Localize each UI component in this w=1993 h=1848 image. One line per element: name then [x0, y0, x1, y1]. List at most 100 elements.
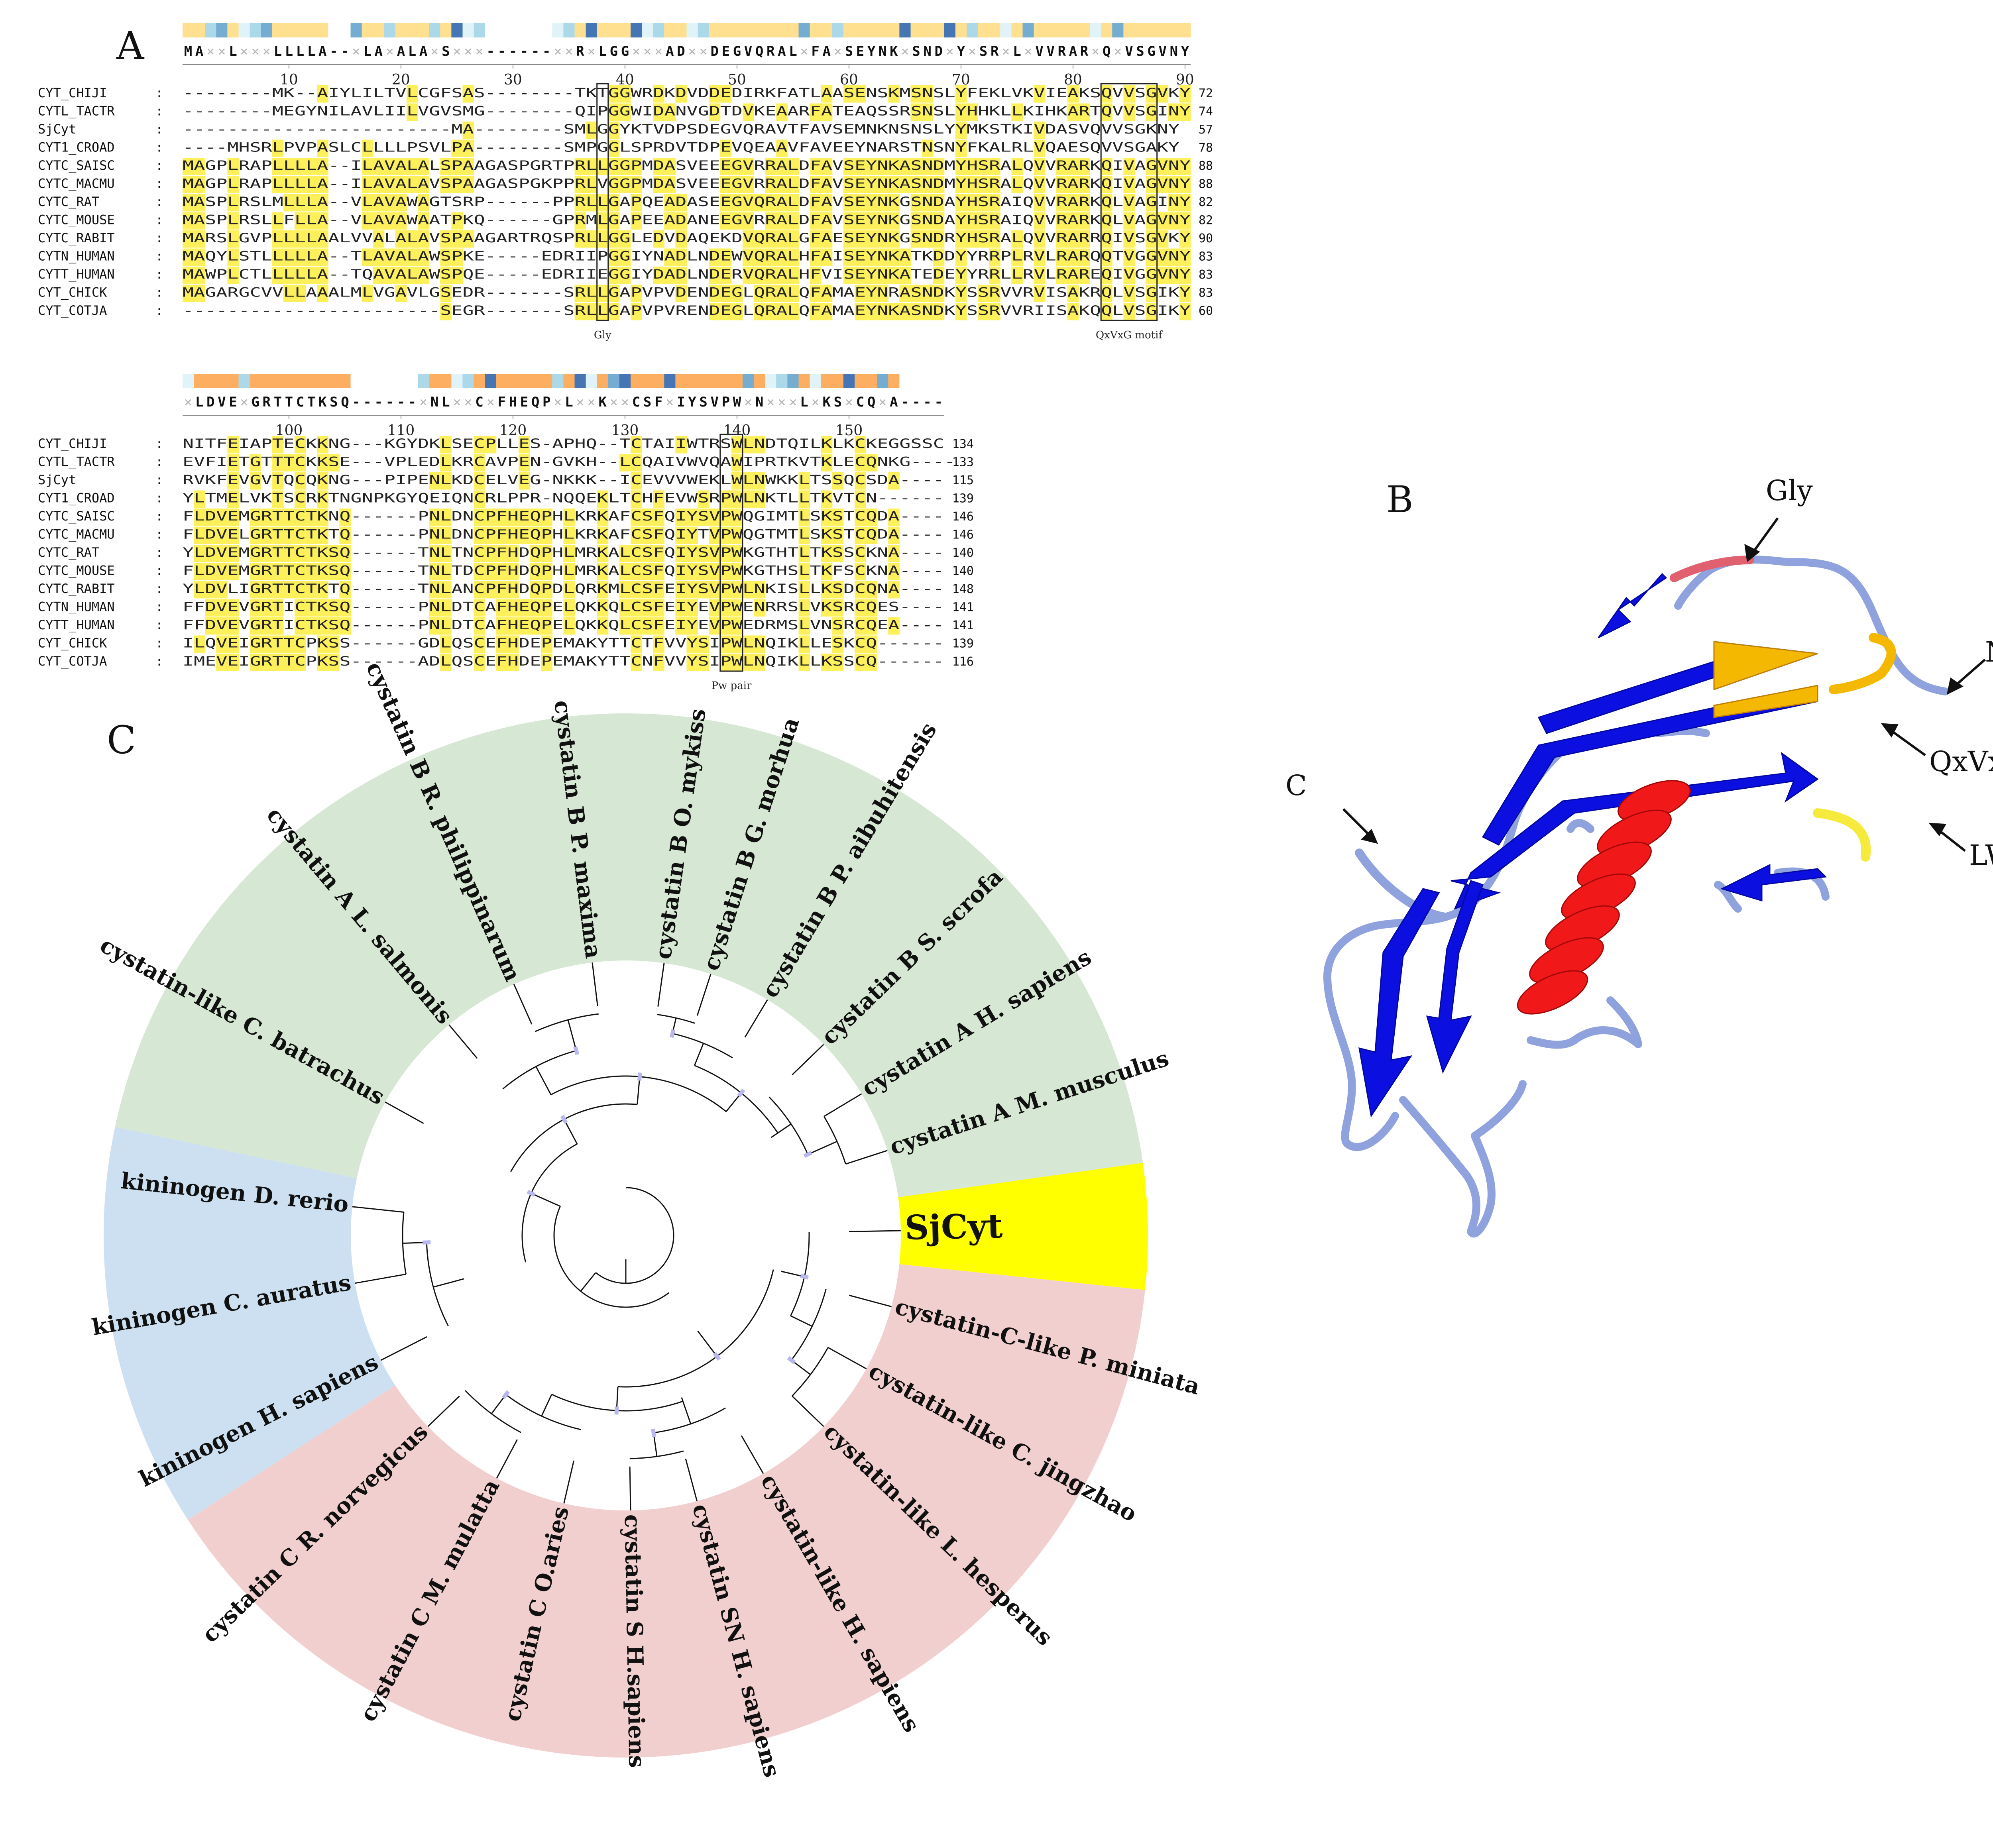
identity-highlight: [462, 85, 474, 103]
identity-highlight: [810, 212, 822, 230]
identity-highlight: [328, 545, 340, 562]
consensus-residue: ×: [206, 43, 214, 59]
identity-highlight: [440, 285, 452, 302]
conservation-cell: [619, 23, 631, 37]
identity-highlight: [798, 509, 810, 526]
identity-highlight: [855, 436, 866, 454]
conservation-cell: [855, 374, 866, 388]
identity-highlight: [1101, 103, 1112, 121]
identity-highlight: [922, 212, 934, 230]
conservation-cell: [810, 374, 822, 388]
identity-highlight: [1168, 103, 1180, 121]
identity-highlight: [642, 526, 653, 544]
identity-highlight: [978, 285, 989, 302]
identity-highlight: [686, 526, 698, 544]
identity-highlight: [843, 248, 855, 266]
identity-highlight: [295, 285, 306, 302]
sequence-colon: :: [155, 436, 163, 451]
sequence-name: CYT1_CROAD: [38, 140, 115, 155]
sequence-name: SjCyt: [38, 122, 76, 137]
sequence-length: 83: [1199, 250, 1213, 264]
sequence-name: CYTC_SAISC: [38, 509, 115, 524]
identity-highlight: [250, 509, 261, 526]
identity-highlight: [407, 85, 418, 103]
consensus-residue: ×: [632, 43, 640, 59]
identity-highlight: [955, 122, 967, 139]
identity-highlight: [1168, 176, 1180, 193]
identity-highlight: [317, 248, 328, 266]
identity-highlight: [474, 454, 485, 471]
identity-highlight: [317, 545, 328, 562]
identity-highlight: [855, 509, 866, 526]
consensus-residue: -: [330, 43, 338, 59]
consensus-residue: V: [1159, 43, 1167, 59]
identity-highlight: [653, 267, 664, 284]
identity-highlight: [574, 230, 586, 248]
conservation-cell: [183, 374, 194, 388]
identity-highlight: [855, 158, 866, 175]
conservation-cell: [765, 374, 776, 388]
identity-highlight: [910, 212, 922, 230]
consensus-residue: R: [1058, 43, 1066, 59]
conservation-cell: [843, 23, 855, 37]
identity-highlight: [675, 194, 687, 212]
identity-highlight: [731, 303, 743, 320]
consensus-residue: T: [307, 394, 315, 410]
bootstrap-node: [637, 1072, 642, 1081]
identity-highlight: [754, 436, 765, 454]
consensus-residue: G: [1147, 43, 1155, 59]
identity-highlight: [317, 176, 328, 193]
identity-highlight: [709, 85, 721, 103]
identity-highlight: [1146, 158, 1158, 175]
identity-highlight: [205, 509, 216, 526]
identity-highlight: [686, 509, 698, 526]
conservation-cell: [743, 374, 754, 388]
identity-highlight: [843, 230, 855, 248]
identity-highlight: [866, 230, 877, 248]
conservation-cell: [832, 23, 844, 37]
conservation-cell: [519, 374, 530, 388]
identity-highlight: [1123, 103, 1135, 121]
consensus-residue: F: [811, 43, 819, 59]
identity-highlight: [910, 176, 922, 193]
consensus-residue: ×: [184, 394, 192, 410]
identity-highlight: [283, 248, 295, 266]
consensus-residue: K: [318, 394, 327, 410]
sequence-length: 74: [1199, 105, 1213, 119]
identity-highlight: [832, 526, 844, 544]
identity-highlight: [821, 230, 833, 248]
identity-highlight: [227, 490, 239, 508]
identity-highlight: [1056, 248, 1068, 266]
identity-highlight: [183, 194, 194, 212]
identity-highlight: [295, 230, 306, 248]
conservation-cell: [530, 374, 541, 388]
consensus-residue: K: [599, 394, 607, 410]
identity-highlight: [1123, 212, 1135, 230]
consensus-residue: ×: [834, 43, 842, 59]
identity-highlight: [698, 490, 710, 508]
consensus-residue: Q: [1103, 43, 1110, 59]
conservation-cell: [205, 23, 216, 37]
identity-highlight: [194, 176, 205, 193]
sequence-colon: :: [155, 472, 163, 487]
identity-highlight: [664, 248, 676, 266]
identity-highlight: [821, 176, 833, 193]
identity-highlight: [843, 267, 855, 284]
identity-highlight: [597, 158, 609, 175]
consensus-residue: -: [498, 43, 506, 59]
identity-highlight: [227, 194, 239, 212]
sequence-colon: :: [155, 194, 163, 209]
identity-highlight: [776, 103, 788, 121]
conservation-cell: [384, 23, 396, 37]
identity-highlight: [418, 212, 429, 230]
sequence-residues: ILQVEIGRTTCPKSS------GDLQSCEFHDEPEMAKYTT…: [183, 636, 944, 651]
sequence-name: CYT1_CROAD: [38, 491, 115, 506]
identity-highlight: [888, 248, 900, 266]
consensus-residue: ×: [464, 394, 472, 410]
identity-highlight: [821, 303, 833, 320]
identity-highlight: [743, 436, 754, 454]
identity-highlight: [899, 176, 911, 193]
sequence-name: CYT_CHICK: [38, 285, 107, 300]
conservation-cell: [194, 23, 205, 37]
identity-highlight: [597, 285, 609, 302]
